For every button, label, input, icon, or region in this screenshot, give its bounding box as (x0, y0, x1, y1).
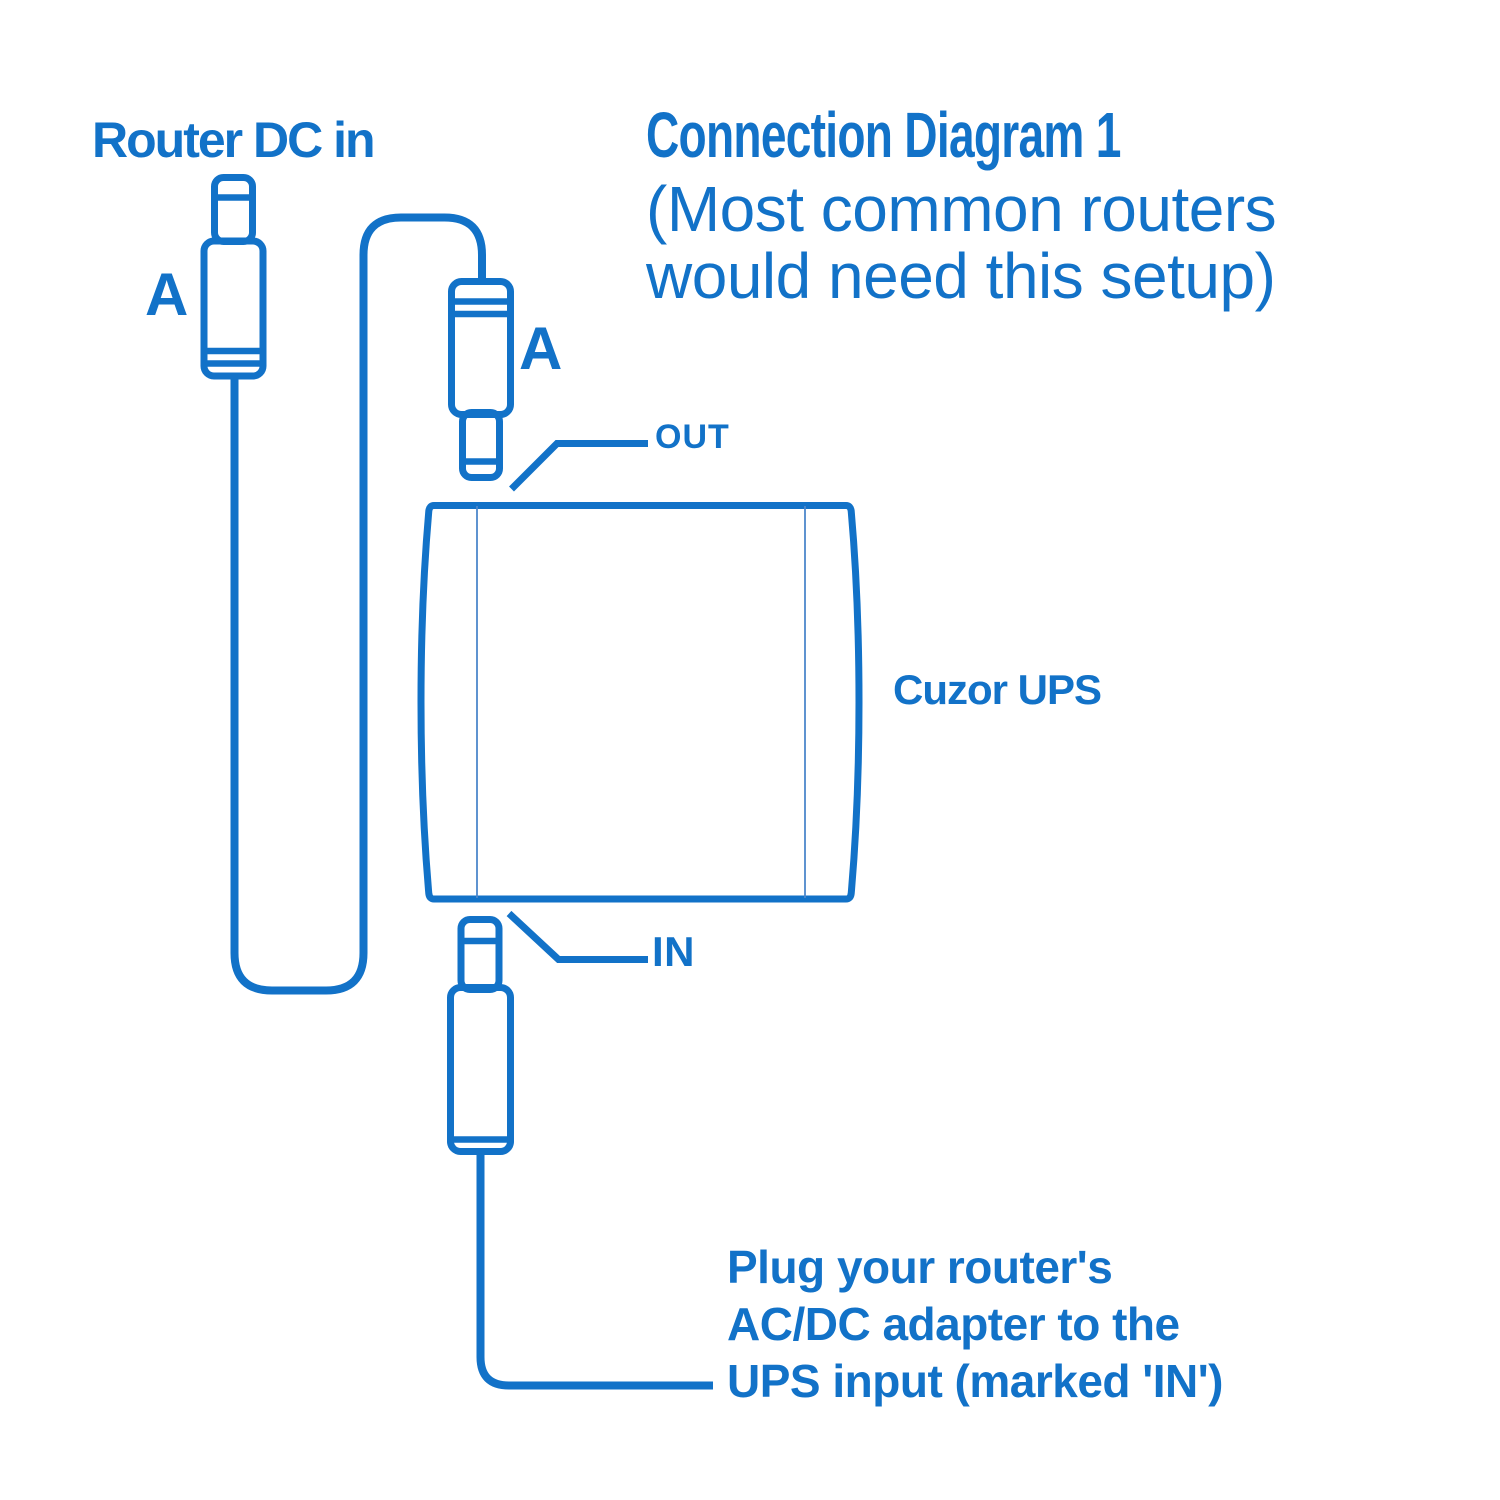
out-port-label: OUT (655, 418, 730, 456)
instruction-note: Plug your router's AC/DC adapter to the … (727, 1239, 1223, 1410)
diagram-title: Connection Diagram 1 (646, 99, 1121, 171)
input-plug-icon (447, 916, 514, 1155)
in-port-label: IN (652, 928, 695, 975)
connector-a-label-router: A (145, 261, 189, 328)
input-plug-body (447, 984, 514, 1155)
diagram-subtitle: (Most common routers would need this set… (646, 172, 1305, 312)
diagram-subtitle-line-1: (Most common routers (646, 172, 1277, 245)
instruction-note-line-1: Plug your router's (727, 1241, 1113, 1293)
adapter-plug-a-icon (448, 278, 514, 481)
router-dc-plug-icon (200, 174, 267, 380)
input-plug-tip (457, 916, 503, 993)
router-plug-body (200, 237, 267, 380)
input-cable (476, 1151, 713, 1390)
connector-a-label-ups: A (519, 315, 563, 382)
connection-cable (230, 213, 486, 995)
diagram-title-block: Connection Diagram 1 (Most common router… (646, 99, 1305, 312)
instruction-note-line-3: UPS input (marked 'IN') (727, 1355, 1223, 1407)
router-plug-tip (211, 174, 256, 245)
ups-box (417, 502, 863, 903)
ups-box-outline (417, 502, 863, 903)
router-dc-in-label: Router DC in (92, 112, 376, 168)
ups-name-label: Cuzor UPS (893, 666, 1102, 713)
adapter-plug-tip (459, 409, 503, 481)
instruction-note-line-2: AC/DC adapter to the (727, 1298, 1180, 1350)
out-leader-line (509, 440, 648, 492)
diagram-subtitle-line-2: would need this setup) (646, 239, 1276, 312)
in-leader-line (506, 910, 648, 963)
